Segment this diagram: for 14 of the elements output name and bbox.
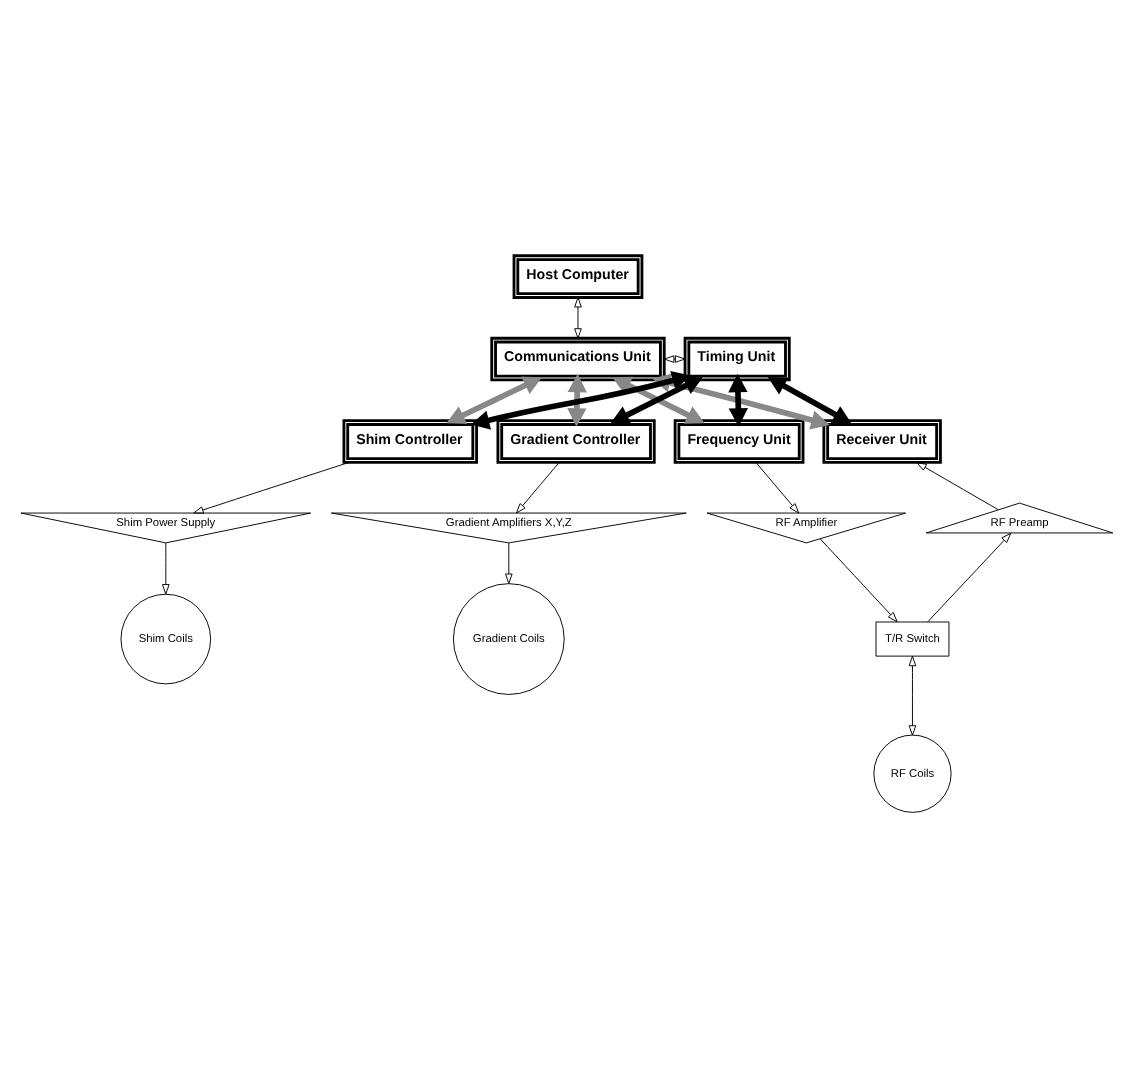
arrow (908, 654, 917, 735)
arrow (767, 375, 852, 423)
arrow (193, 460, 350, 513)
arrow (927, 531, 1012, 622)
arrow (755, 461, 800, 513)
arrow (574, 296, 582, 338)
arrow (916, 461, 999, 510)
arrow (728, 372, 748, 426)
arrow (162, 541, 170, 594)
arrow (516, 461, 560, 513)
arrow (567, 372, 587, 426)
arrow (446, 375, 543, 423)
arrow (819, 537, 898, 622)
arrow (505, 541, 513, 583)
